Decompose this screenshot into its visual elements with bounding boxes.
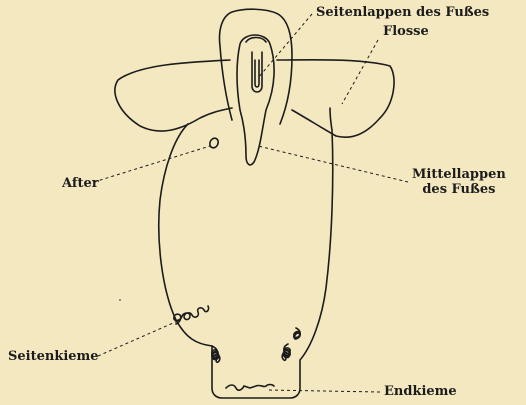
end-gill-right-coil bbox=[282, 344, 290, 360]
label-seitenlappen: Seitenlappen des Fußes bbox=[316, 5, 489, 20]
label-flosse: Flosse bbox=[383, 24, 429, 39]
end-gill-left-coil bbox=[212, 346, 220, 362]
leader-seitenlappen bbox=[258, 14, 312, 78]
mouth-opening bbox=[246, 38, 266, 43]
mouth-loop bbox=[252, 52, 262, 92]
label-mittellappen-line1: Mittellappen bbox=[412, 167, 506, 182]
side-gill-right bbox=[294, 328, 300, 339]
label-mittellappen-line2: des Fußes bbox=[412, 182, 506, 197]
fin-left-outline bbox=[115, 60, 232, 131]
label-seitenkieme: Seitenkieme bbox=[8, 349, 99, 364]
foot-middle-lobe bbox=[237, 35, 274, 165]
label-endkieme: Endkieme bbox=[384, 384, 457, 399]
leader-endkieme bbox=[266, 390, 380, 392]
speck bbox=[119, 299, 121, 301]
label-after: After bbox=[62, 176, 99, 191]
leader-flosse bbox=[342, 40, 378, 104]
leader-after bbox=[94, 146, 210, 182]
leader-seitenkieme bbox=[98, 320, 180, 356]
mouth-loop-inner bbox=[255, 60, 259, 87]
label-mittellappen: Mittellappen des Fußes bbox=[412, 167, 506, 197]
anus-opening bbox=[208, 137, 219, 149]
end-gill-bottom-wave bbox=[226, 385, 274, 391]
side-gill-left bbox=[174, 306, 209, 324]
fin-right-outline bbox=[277, 60, 394, 137]
